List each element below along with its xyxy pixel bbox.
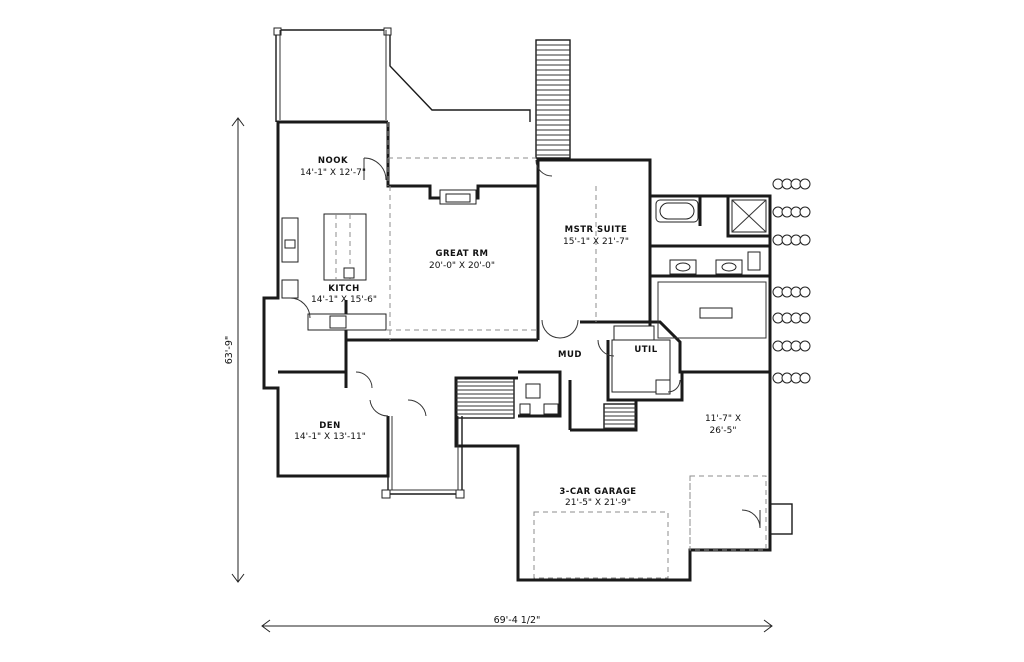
utility-fixtures: [519, 325, 671, 415]
room-label-master-suite: MSTR SUITE: [565, 225, 628, 235]
doors: [289, 157, 761, 529]
shrub: [799, 234, 811, 246]
room-label-den: DEN: [319, 421, 340, 431]
side-stoop: [769, 503, 793, 535]
room-label-nook: NOOK: [318, 156, 348, 166]
overall-depth-dimension: 63'-9": [224, 117, 245, 583]
hidden-lines: [360, 122, 767, 579]
room-label-great-room: GREAT RM: [435, 249, 488, 259]
front-stairs: [455, 377, 515, 419]
rear-stairs: [535, 39, 571, 159]
room-label-kitchen: KITCH: [328, 284, 359, 294]
shrub: [799, 206, 811, 218]
room-dims-garage-bay-line1: 11'-7" X: [705, 414, 741, 424]
overall-width-dimension: 69'-4 1/2": [261, 615, 773, 633]
room-dims-master-suite: 15'-1" X 21'-7": [563, 237, 629, 247]
overall-depth-label: 63'-9": [224, 336, 235, 365]
exterior-walls: [262, 120, 772, 582]
room-dims-nook: 14'-1" X 12'-7": [300, 168, 366, 178]
room-dims-great-room: 20'-0" X 20'-0": [429, 261, 495, 271]
shrub: [799, 286, 811, 298]
shrub: [799, 178, 811, 190]
shrub: [799, 340, 811, 352]
room-label-util: UTIL: [634, 345, 657, 355]
room-dims-kitchen: 14'-1" X 15'-6": [311, 295, 377, 305]
room-label-garage: 3-CAR GARAGE: [559, 487, 636, 497]
landscape-shrubs: [772, 178, 811, 384]
room-dims-garage-bay-line2: 26'-5": [709, 426, 736, 436]
master-bath-fixtures: [655, 199, 767, 339]
shrub: [799, 312, 811, 324]
shrub: [799, 372, 811, 384]
rear-patio: [273, 27, 531, 122]
garage-steps: [603, 403, 637, 431]
kitchen-fixtures: [281, 213, 387, 331]
room-dims-den: 14'-1" X 13'-11": [294, 432, 366, 442]
room-dims-garage: 21'-5" X 21'-9": [565, 498, 631, 508]
fireplace: [439, 189, 477, 205]
room-label-mud: MUD: [558, 350, 582, 360]
overall-width-label: 69'-4 1/2": [494, 615, 541, 626]
